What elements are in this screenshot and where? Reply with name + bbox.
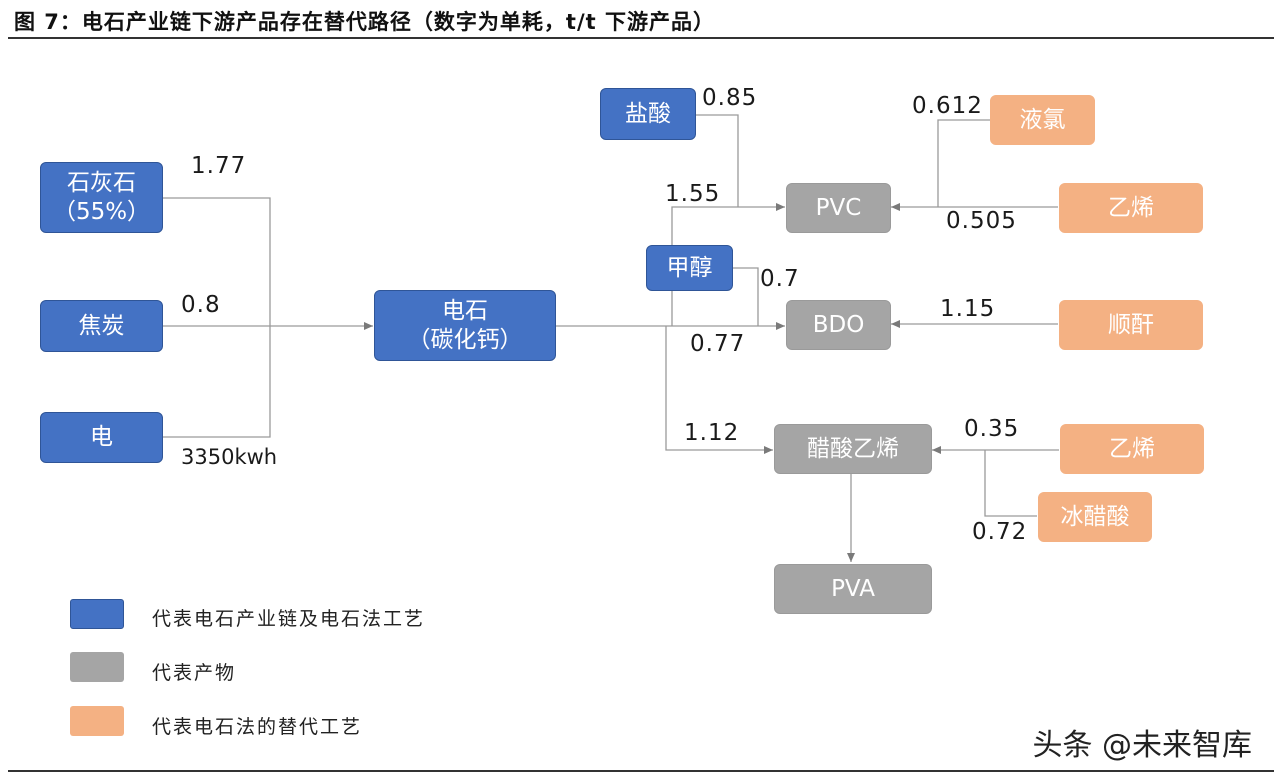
- line-methanol: [733, 267, 759, 326]
- node-limestone-name: 石灰石: [67, 169, 136, 196]
- node-limestone-ratio: （55%）: [52, 198, 151, 225]
- legend-label-orange: 代表电石法的替代工艺: [152, 716, 363, 738]
- node-electricity: 电: [40, 412, 163, 463]
- bottom-rule: [8, 770, 1274, 772]
- line-limestone: [163, 197, 271, 326]
- node-methanol: 甲醇: [646, 245, 733, 291]
- figure-title: 图 7：电石产业链下游产品存在替代路径（数字为单耗，t/t 下游产品）: [14, 10, 715, 34]
- title-rule: [8, 37, 1274, 39]
- node-ethylene-pvc: 乙烯: [1059, 183, 1203, 233]
- value-coke: 0.8: [181, 292, 221, 318]
- legend-swatch-orange: [70, 706, 124, 736]
- value-chlorine: 0.612: [912, 93, 983, 119]
- value-carbide-pvc: 1.55: [665, 181, 721, 207]
- node-carbide-name: 电石: [442, 297, 488, 324]
- line-hcl: [696, 114, 739, 207]
- line-carbide-to-vac: [665, 326, 773, 454]
- value-carbide-bdo: 0.77: [690, 331, 746, 357]
- legend-label-gray: 代表产物: [152, 662, 237, 684]
- node-vac: 醋酸乙烯: [774, 424, 932, 474]
- node-acetic: 冰醋酸: [1038, 492, 1152, 542]
- node-ethylene-vac: 乙烯: [1060, 424, 1204, 474]
- value-electricity: 3350kwh: [181, 445, 278, 469]
- watermark: 头条 @未来智库: [1032, 728, 1252, 763]
- value-hcl: 0.85: [702, 85, 758, 111]
- value-acetic: 0.72: [972, 519, 1028, 545]
- node-pvc: PVC: [786, 183, 891, 233]
- value-maleic: 1.15: [940, 296, 996, 322]
- line-acetic: [984, 450, 1037, 517]
- node-maleic: 顺酐: [1059, 300, 1203, 350]
- value-methanol-bdo: 0.7: [760, 266, 800, 292]
- node-limestone: 石灰石 （55%）: [40, 162, 163, 233]
- line-electricity: [163, 326, 271, 438]
- node-coke: 焦炭: [40, 300, 163, 352]
- node-carbide: 电石 （碳化钙）: [374, 290, 556, 361]
- node-carbide-chemical: （碳化钙）: [407, 326, 523, 353]
- node-hcl: 盐酸: [600, 88, 696, 140]
- line-chlorine: [937, 119, 990, 207]
- legend-swatch-gray: [70, 652, 124, 682]
- legend-label-blue: 代表电石产业链及电石法工艺: [152, 608, 426, 630]
- value-ethylene-pvc: 0.505: [946, 208, 1017, 234]
- legend-swatch-blue: [70, 599, 124, 629]
- value-carbide-vac: 1.12: [684, 420, 740, 446]
- node-chlorine: 液氯: [990, 95, 1095, 145]
- node-bdo: BDO: [786, 300, 891, 350]
- value-limestone: 1.77: [191, 153, 247, 179]
- value-ethylene-vac: 0.35: [964, 416, 1020, 442]
- node-pva: PVA: [774, 564, 932, 614]
